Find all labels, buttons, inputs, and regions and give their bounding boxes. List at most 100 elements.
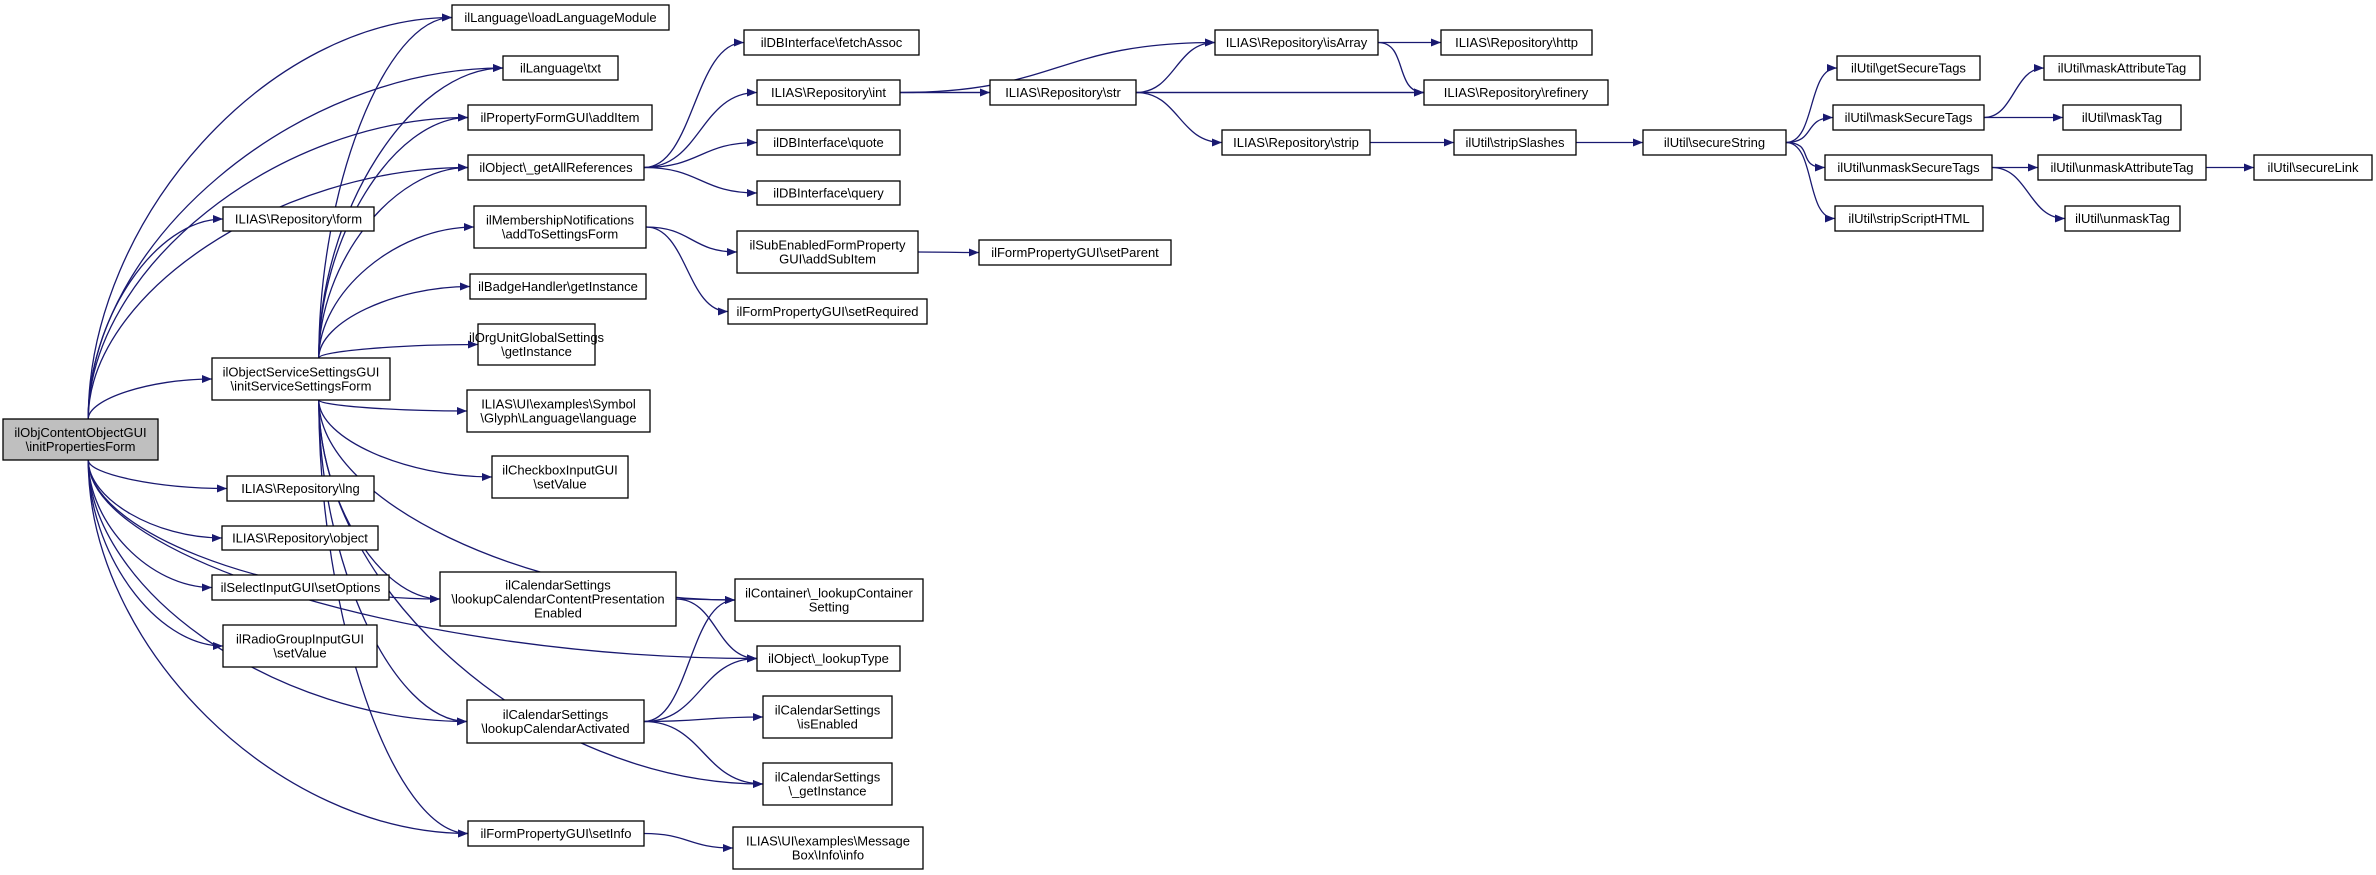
edge-root-to-obj-lookuptype: [87, 459, 758, 663]
node-label-line: \addToSettingsForm: [502, 227, 618, 242]
node-label-line: ilUtil\stripScriptHTML: [1848, 211, 1969, 226]
edge-cal-content-to-obj-lookuptype: [675, 598, 758, 663]
node-label-line: ilDBInterface\fetchAssoc: [761, 35, 903, 50]
node-cal-getinst[interactable]: ilCalendarSettings\_getInstance: [762, 762, 893, 806]
node-box: [2, 418, 159, 461]
node-orgunit[interactable]: ilOrgUnitGlobalSettings\getInstance: [469, 323, 605, 366]
node-box: [762, 695, 893, 739]
node-repo-form[interactable]: ILIAS\Repository\form: [222, 206, 375, 232]
edge-obj-getallrefs-to-repo-int: [643, 88, 758, 169]
node-util-unmasktag[interactable]: ilUtil\unmaskTag: [2064, 205, 2181, 232]
edge-svc-init-to-glyph-lang: [318, 399, 468, 415]
node-box: [221, 525, 379, 551]
node-label-line: Setting: [809, 600, 849, 615]
node-util-maskattr[interactable]: ilUtil\maskAttributeTag: [2043, 55, 2201, 81]
node-glyph-lang[interactable]: ILIAS\UI\examples\Symbol\Glyph\Language\…: [466, 389, 651, 433]
node-cal-activated[interactable]: ilCalendarSettings\lookupCalendarActivat…: [466, 699, 645, 744]
node-box: [466, 389, 651, 433]
node-label-line: \initPropertiesForm: [26, 439, 136, 454]
node-box: [1440, 29, 1593, 56]
node-util-stripscript[interactable]: ilUtil\stripScriptHTML: [1834, 205, 1984, 232]
node-box: [439, 571, 677, 627]
node-box: [222, 624, 378, 668]
node-label-line: Box\Info\info: [792, 848, 864, 863]
node-label-line: ilUtil\getSecureTags: [1851, 61, 1966, 76]
node-svc-init[interactable]: ilObjectServiceSettingsGUI\initServiceSe…: [211, 357, 391, 401]
node-label-line: ILIAS\Repository\int: [771, 85, 886, 100]
edge-util-securestring-to-util-getsecuretags: [1785, 64, 1838, 144]
node-cal-content[interactable]: ilCalendarSettings\lookupCalendarContent…: [439, 571, 677, 627]
node-form-setparent[interactable]: ilFormPropertyGUI\setParent: [978, 239, 1172, 266]
node-lang-load[interactable]: ilLanguage\loadLanguageModule: [451, 4, 670, 31]
node-label-line: ilLanguage\txt: [520, 61, 601, 76]
edge-svc-init-to-orgunit: [318, 340, 479, 359]
node-util-masktag[interactable]: ilUtil\maskTag: [2062, 104, 2182, 131]
node-label-line: ILIAS\UI\examples\Message: [746, 834, 910, 849]
node-repo-strip[interactable]: ILIAS\Repository\strip: [1221, 129, 1371, 156]
edge-svc-init-to-checkbox: [318, 399, 493, 481]
node-box: [1832, 104, 1985, 131]
node-repo-str[interactable]: ILIAS\Repository\str: [989, 79, 1137, 106]
edge-memb-notif-to-form-setreq: [645, 226, 729, 316]
node-util-unmasksecuretags[interactable]: ilUtil\unmaskSecureTags: [1824, 154, 1993, 181]
node-repo-lng[interactable]: ILIAS\Repository\lng: [226, 475, 375, 502]
node-select-setopt[interactable]: ilSelectInputGUI\setOptions: [211, 574, 390, 601]
node-obj-getallrefs[interactable]: ilObject\_getAllReferences: [467, 154, 645, 181]
edge-repo-str-to-repo-strip: [1135, 91, 1223, 147]
nodes-layer: ilObjContentObjectGUI\initPropertiesForm…: [2, 4, 2373, 870]
edge-root-to-repo-lng: [87, 459, 228, 493]
node-badge[interactable]: ilBadgeHandler\getInstance: [469, 273, 647, 300]
node-obj-lookuptype[interactable]: ilObject\_lookupType: [756, 645, 901, 672]
node-label-line: ILIAS\Repository\isArray: [1226, 35, 1368, 50]
edge-form-setinfo-to-msgbox: [643, 832, 734, 852]
node-lang-txt[interactable]: ilLanguage\txt: [502, 55, 619, 81]
node-label-line: \getInstance: [501, 344, 572, 359]
node-label-line: GUI\addSubItem: [779, 252, 876, 267]
node-form-setreq[interactable]: ilFormPropertyGUI\setRequired: [727, 298, 928, 325]
node-box: [732, 826, 924, 870]
node-util-securelink[interactable]: ilUtil\secureLink: [2253, 154, 2373, 181]
node-box: [756, 129, 901, 156]
node-box: [1834, 205, 1984, 232]
node-util-getsecuretags[interactable]: ilUtil\getSecureTags: [1836, 55, 1981, 81]
node-repo-refinery[interactable]: ILIAS\Repository\refinery: [1423, 79, 1609, 106]
node-form-setinfo[interactable]: ilFormPropertyGUI\setInfo: [467, 820, 645, 847]
edge-util-securestring-to-util-stripscript: [1785, 141, 1836, 223]
node-repo-object[interactable]: ILIAS\Repository\object: [221, 525, 379, 551]
node-repo-int[interactable]: ILIAS\Repository\int: [756, 79, 901, 106]
node-radio-setval[interactable]: ilRadioGroupInputGUI\setValue: [222, 624, 378, 668]
node-box: [1824, 154, 1993, 181]
node-util-securestring[interactable]: ilUtil\secureString: [1642, 129, 1787, 156]
node-util-stripslashes[interactable]: ilUtil\stripSlashes: [1453, 129, 1577, 156]
node-label-line: ilFormPropertyGUI\setParent: [991, 245, 1159, 260]
node-db-fetch[interactable]: ilDBInterface\fetchAssoc: [743, 29, 920, 56]
node-cal-isenabled[interactable]: ilCalendarSettings\isEnabled: [762, 695, 893, 739]
node-repo-isarray[interactable]: ILIAS\Repository\isArray: [1214, 29, 1379, 56]
edge-util-masksecuretags-to-util-maskattr: [1983, 64, 2045, 119]
edge-svc-init-to-prop-additem: [318, 113, 469, 359]
node-prop-additem[interactable]: ilPropertyFormGUI\addItem: [467, 104, 653, 131]
edge-root-to-repo-object: [87, 459, 223, 542]
edge-svc-init-to-badge: [318, 282, 471, 359]
node-db-quote[interactable]: ilDBInterface\quote: [756, 129, 901, 156]
node-memb-notif[interactable]: ilMembershipNotifications\addToSettingsF…: [473, 205, 647, 249]
node-db-query[interactable]: ilDBInterface\query: [756, 180, 901, 206]
node-label-line: ilCalendarSettings: [775, 770, 881, 785]
node-checkbox[interactable]: ilCheckboxInputGUI\setValue: [491, 455, 629, 499]
node-label-line: ilLanguage\loadLanguageModule: [464, 10, 656, 25]
node-root[interactable]: ilObjContentObjectGUI\initPropertiesForm: [2, 418, 159, 461]
node-util-masksecuretags[interactable]: ilUtil\maskSecureTags: [1832, 104, 1985, 131]
node-util-unmaskattr[interactable]: ilUtil\unmaskAttributeTag: [2037, 154, 2207, 181]
node-label-line: ILIAS\Repository\object: [232, 531, 368, 546]
node-label-line: ilPropertyFormGUI\addItem: [481, 110, 640, 125]
edge-cal-activated-to-container-lookup: [643, 596, 736, 723]
node-box: [1221, 129, 1371, 156]
edge-root-to-radio-setval: [87, 459, 224, 650]
node-repo-http[interactable]: ILIAS\Repository\http: [1440, 29, 1593, 56]
node-label-line: \lookupCalendarActivated: [481, 721, 629, 736]
node-label-line: ILIAS\Repository\form: [235, 212, 362, 227]
